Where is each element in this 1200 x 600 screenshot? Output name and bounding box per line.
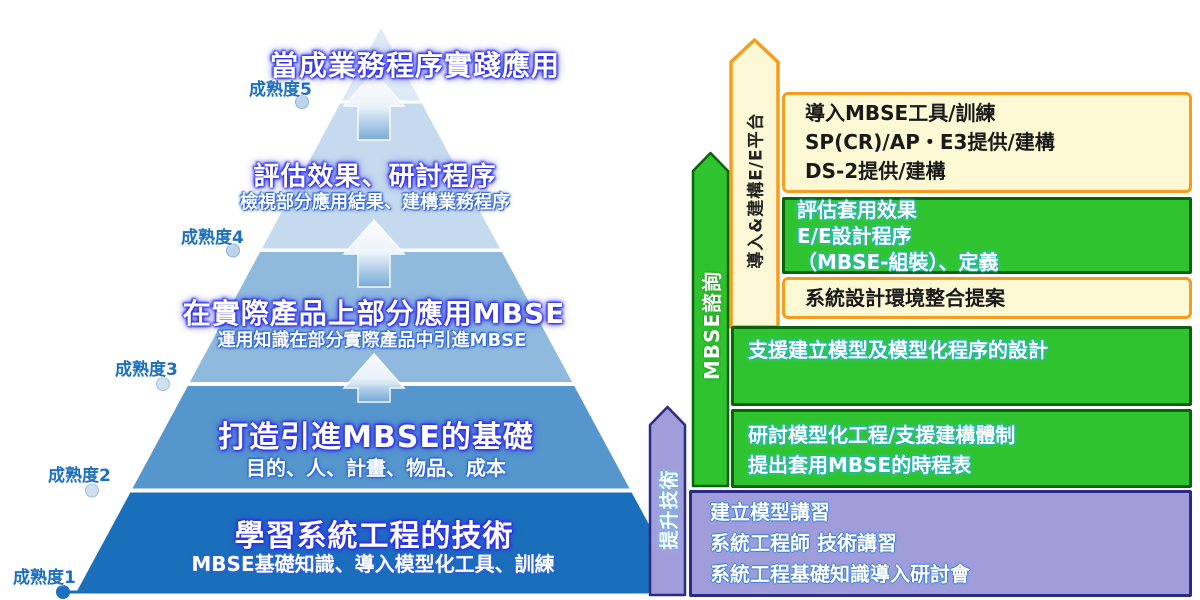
tools-box: 導入MBSE工具/訓練 SP(CR)/AP・E3提供/建構 DS-2提供/建構 xyxy=(782,92,1192,193)
level-5-label: 成熟度5 xyxy=(249,80,312,100)
level-3-dot xyxy=(156,377,170,391)
review-box: 研討模型化工程/支援建構體制 提出套用MBSE的時程表 xyxy=(731,409,1192,488)
tools-box-line: 導入MBSE工具/訓練 xyxy=(805,101,996,125)
level-2-subtitle: 目的、人、計畫、物品、成本 xyxy=(246,456,506,480)
level-1-subtitle: MBSE基礎知識、導入模型化工具、訓練 xyxy=(191,552,555,576)
level-2-title: 打造引進MBSE的基礎 xyxy=(218,420,534,455)
training-box-line: 系統工程師 技術講習 xyxy=(710,531,897,555)
proposal-box-line: 系統設計環境整合提案 xyxy=(805,285,1005,310)
pyramid-band-1 xyxy=(76,492,686,593)
platform-arrow: 導入&建構E/E平台 xyxy=(731,55,778,325)
skill-arrow-shape xyxy=(648,405,687,597)
skill-arrow-label: 提升技術 xyxy=(658,468,681,550)
level-1-label: 成熟度1 xyxy=(13,568,76,588)
level-4-title: 評估效果、研討程序 xyxy=(253,162,497,192)
up-arrow-icon xyxy=(342,70,406,141)
tools-box-line: DS-2提供/建構 xyxy=(805,159,946,183)
review-box-line: 研討模型化工程/支援建構體制 xyxy=(748,423,1016,447)
platform-arrow-label: 導入&建構E/E平台 xyxy=(747,111,768,269)
support-box: 支援建立模型及模型化程序的設計 xyxy=(731,326,1192,406)
level-5-dot xyxy=(295,95,309,109)
training-box-line: 系統工程基礎知識導入研討會 xyxy=(710,562,970,586)
consult-arrow: MBSE諮詢 xyxy=(693,168,728,483)
level-4-dot xyxy=(226,243,240,258)
pyramid-band-5 xyxy=(340,28,422,103)
support-box-line: 支援建立模型及模型化程序的設計 xyxy=(748,338,1048,362)
level-1-dot xyxy=(56,585,70,599)
evaluate-box-line: （MBSE-組裝）、定義 xyxy=(797,249,999,274)
level-3-label: 成熟度3 xyxy=(115,360,178,380)
evaluate-box-line: 評估套用效果 xyxy=(797,197,917,222)
up-arrow-icon xyxy=(342,218,406,288)
level-5-line xyxy=(302,100,585,104)
pyramid-band-2 xyxy=(130,385,632,492)
tools-box-line: SP(CR)/AP・E3提供/建構 xyxy=(805,130,1055,154)
level-2-dot xyxy=(85,483,99,498)
level-3-title: 在實際產品上部分應用MBSE xyxy=(182,297,566,330)
level-2-label: 成熟度2 xyxy=(48,466,111,486)
level-1-line xyxy=(63,590,648,594)
training-box: 建立模型講習 系統工程師 技術講習 系統工程基礎知識導入研討會 xyxy=(689,490,1192,597)
training-box-line: 建立模型講習 xyxy=(710,500,830,524)
consult-arrow-label: MBSE諮詢 xyxy=(700,270,724,381)
up-arrow-icon xyxy=(342,352,406,403)
consult-arrow-shape xyxy=(691,151,730,488)
proposal-box: 系統設計環境整合提案 xyxy=(782,277,1192,319)
evaluate-box-line: E/E設計程序 xyxy=(797,223,912,248)
pyramid-band-3 xyxy=(188,251,574,385)
level-2-line xyxy=(92,488,633,493)
review-box-line: 提出套用MBSE的時程表 xyxy=(748,453,972,477)
level-1-title: 學習系統工程的技術 xyxy=(234,519,514,554)
level-5-title: 當成業務程序實踐應用 xyxy=(269,49,561,82)
evaluate-box: 評估套用效果 E/E設計程序 （MBSE-組裝）、定義 xyxy=(782,197,1192,274)
pyramid-band-4 xyxy=(260,103,502,251)
level-4-subtitle: 檢視部分應用結果、建構業務程序 xyxy=(240,192,510,213)
level-3-subtitle: 運用知識在部分實際產品中引進MBSE xyxy=(217,330,527,351)
level-4-label: 成熟度4 xyxy=(181,228,244,248)
skill-arrow: 提升技術 xyxy=(650,425,685,593)
